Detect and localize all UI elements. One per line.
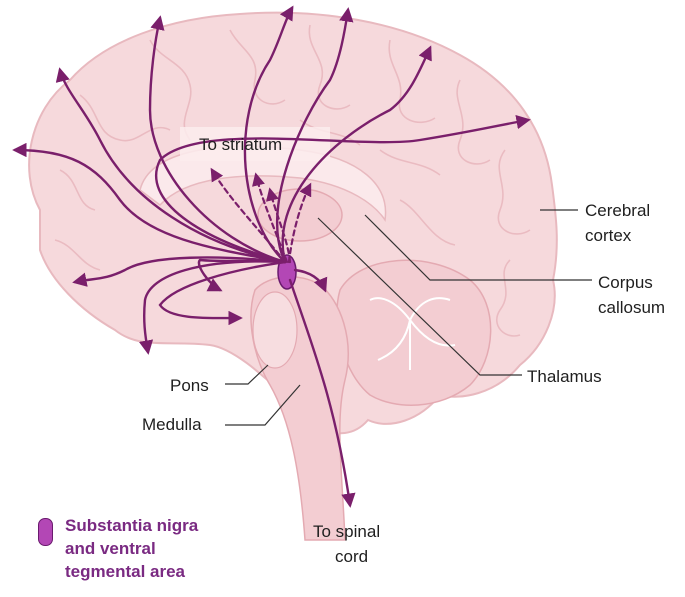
striatal-pathways [210,167,312,264]
pathway-frontal-1 [12,142,287,264]
label-corpus-callosum-line1: Corpus [598,273,653,292]
legend-swatch [38,518,53,546]
pathway-hippocampus [197,258,287,292]
pathway-frontal-3 [148,15,287,264]
to-striatum-highlight [180,127,330,161]
leader-lines [225,209,592,426]
pathway-cingulate [154,114,531,264]
pathway-striatum-3 [287,182,312,264]
cerebellum-shape [336,259,492,406]
legend-line-2: and ventral [65,539,156,558]
pathway-spinal [288,278,356,508]
pathway-striatum-2 [252,172,289,264]
label-to-spinal-cord-line2: cord [335,547,369,566]
pathway-frontal-2 [55,67,287,264]
pathway-temporal-1 [72,256,287,287]
leader-corpus-callosum [364,214,592,281]
label-cerebral-cortex-line2: cortex [585,226,632,245]
pons-shape [252,291,298,369]
leader-thalamus [317,217,522,376]
label-medulla: Medulla [142,415,202,434]
label-corpus-callosum-line2: callosum [598,298,666,317]
pathway-amygdala [158,260,287,326]
cerebellum-arbor [369,297,456,370]
label-thalamus: Thalamus [527,367,602,386]
thalamus-shape [257,188,343,242]
legend-line-3: tegmental area [65,562,185,581]
pathway-temporal-2 [138,260,287,355]
pathway-parietal [281,45,432,264]
pathway-dorsal-2 [276,7,354,264]
label-cerebral-cortex-line1: Cerebral [585,201,651,220]
leader-pons [225,364,269,385]
dopamine-pathways [12,5,531,508]
label-pons: Pons [170,376,209,395]
pathway-dorsal-1 [243,5,294,264]
leader-medulla [225,384,301,426]
pathway-cerebellar [293,268,328,293]
label-to-striatum: To striatum [199,135,283,154]
label-to-spinal-cord-line1: To spinal [313,522,381,541]
pathway-striatum-1 [210,167,287,264]
legend-line-1: Substantia nigra [65,516,199,535]
pathway-striatum-4 [266,187,292,264]
